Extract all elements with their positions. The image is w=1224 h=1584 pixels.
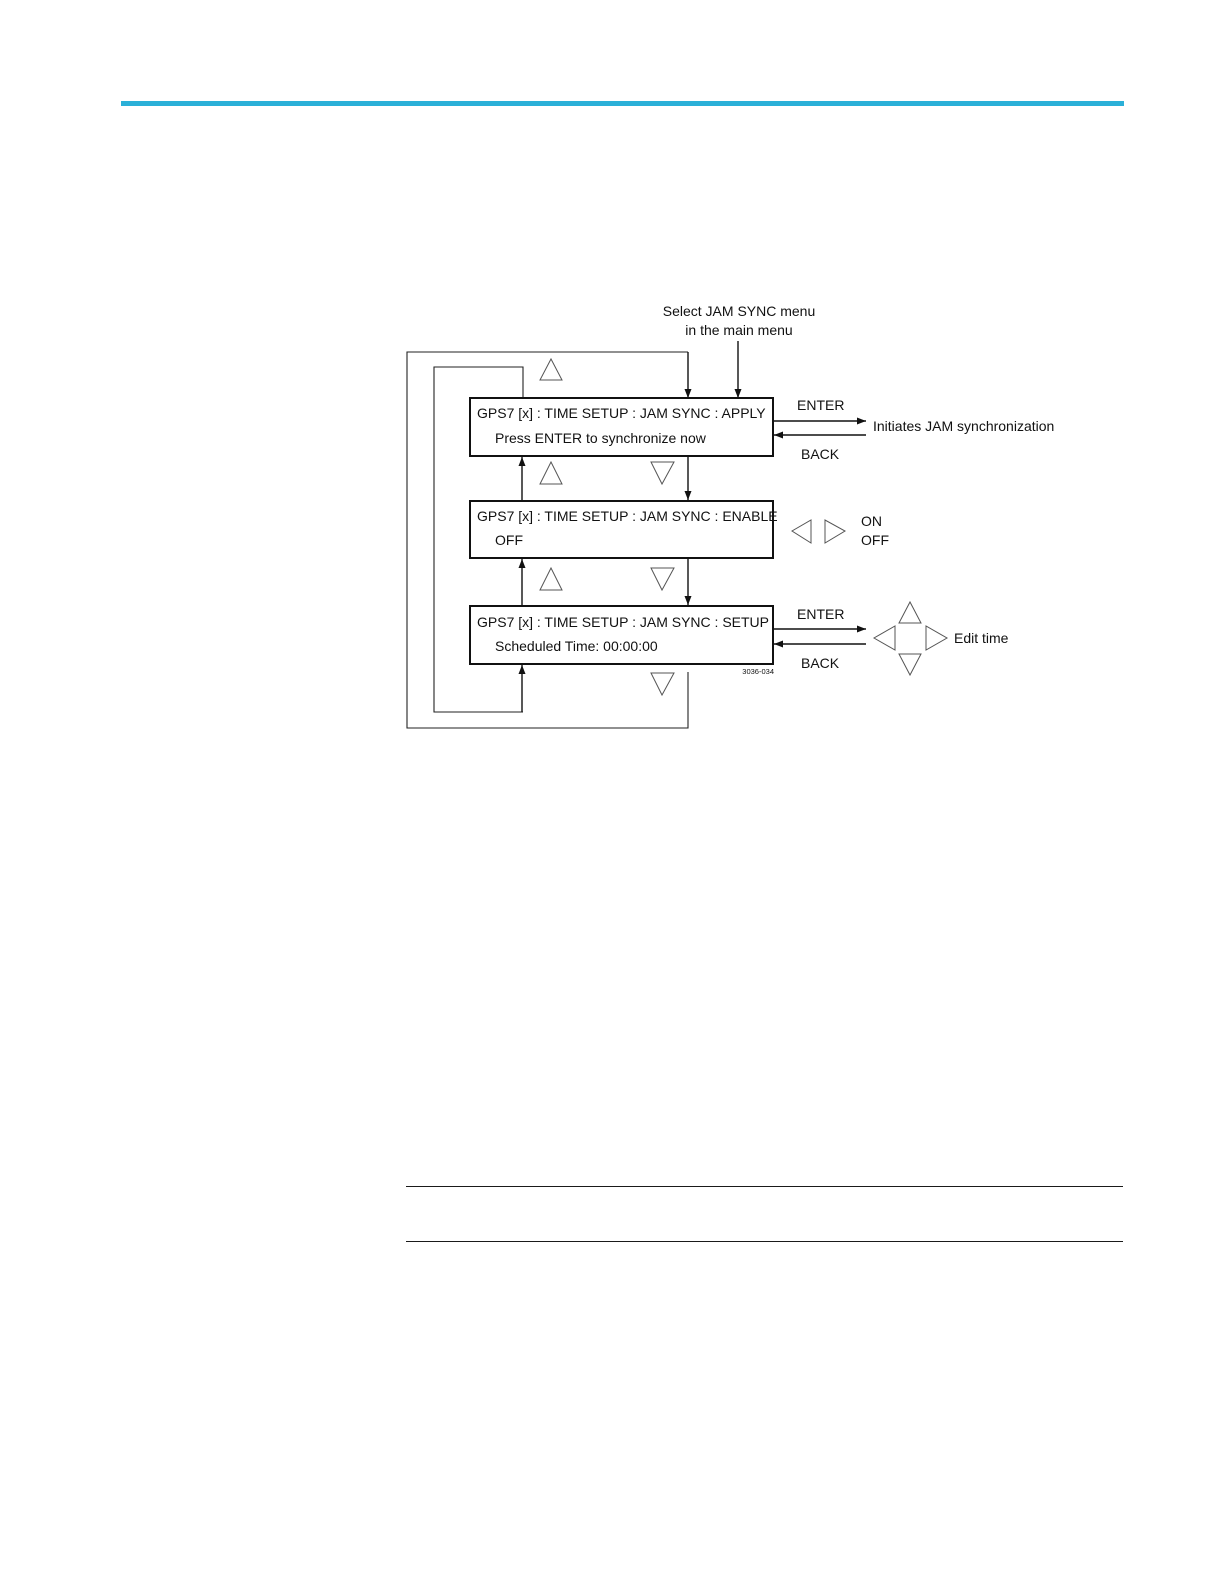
up-arrow-icon [899, 602, 921, 623]
apply-enter-label: ENTER [797, 397, 844, 413]
setup-back-label: BACK [801, 655, 840, 671]
down-arrow-icon [651, 462, 674, 484]
apply-back-label: BACK [801, 446, 840, 462]
up-arrow-icon [540, 568, 562, 590]
entry-label-line1: Select JAM SYNC menu [663, 303, 816, 319]
down-arrow-icon [651, 673, 674, 695]
menu-setup-value: Scheduled Time: 00:00:00 [495, 638, 658, 654]
menu-apply-value: Press ENTER to synchronize now [495, 430, 707, 446]
enable-option-on: ON [861, 513, 882, 529]
figure-id: 3036-034 [742, 667, 774, 676]
menu-setup-title: GPS7 [x] : TIME SETUP : JAM SYNC : SETUP [477, 614, 769, 630]
setup-enter-label: ENTER [797, 606, 844, 622]
apply-result-label: Initiates JAM synchronization [873, 418, 1054, 434]
menu-apply-title: GPS7 [x] : TIME SETUP : JAM SYNC : APPLY [477, 405, 766, 421]
right-arrow-icon [926, 626, 947, 650]
down-arrow-icon [651, 568, 674, 590]
enable-option-off: OFF [861, 532, 889, 548]
left-arrow-icon [792, 520, 811, 543]
note-top-rule [406, 1186, 1123, 1187]
entry-label-line2: in the main menu [685, 322, 792, 338]
menu-enable-title: GPS7 [x] : TIME SETUP : JAM SYNC : ENABL… [477, 508, 778, 524]
down-arrow-icon [899, 654, 921, 675]
left-arrow-icon [874, 626, 895, 650]
up-arrow-icon [540, 462, 562, 484]
right-arrow-icon [825, 520, 845, 543]
menu-enable-value: OFF [495, 532, 523, 548]
note-bottom-rule [406, 1241, 1123, 1242]
up-arrow-icon [540, 359, 562, 380]
setup-result-label: Edit time [954, 630, 1009, 646]
